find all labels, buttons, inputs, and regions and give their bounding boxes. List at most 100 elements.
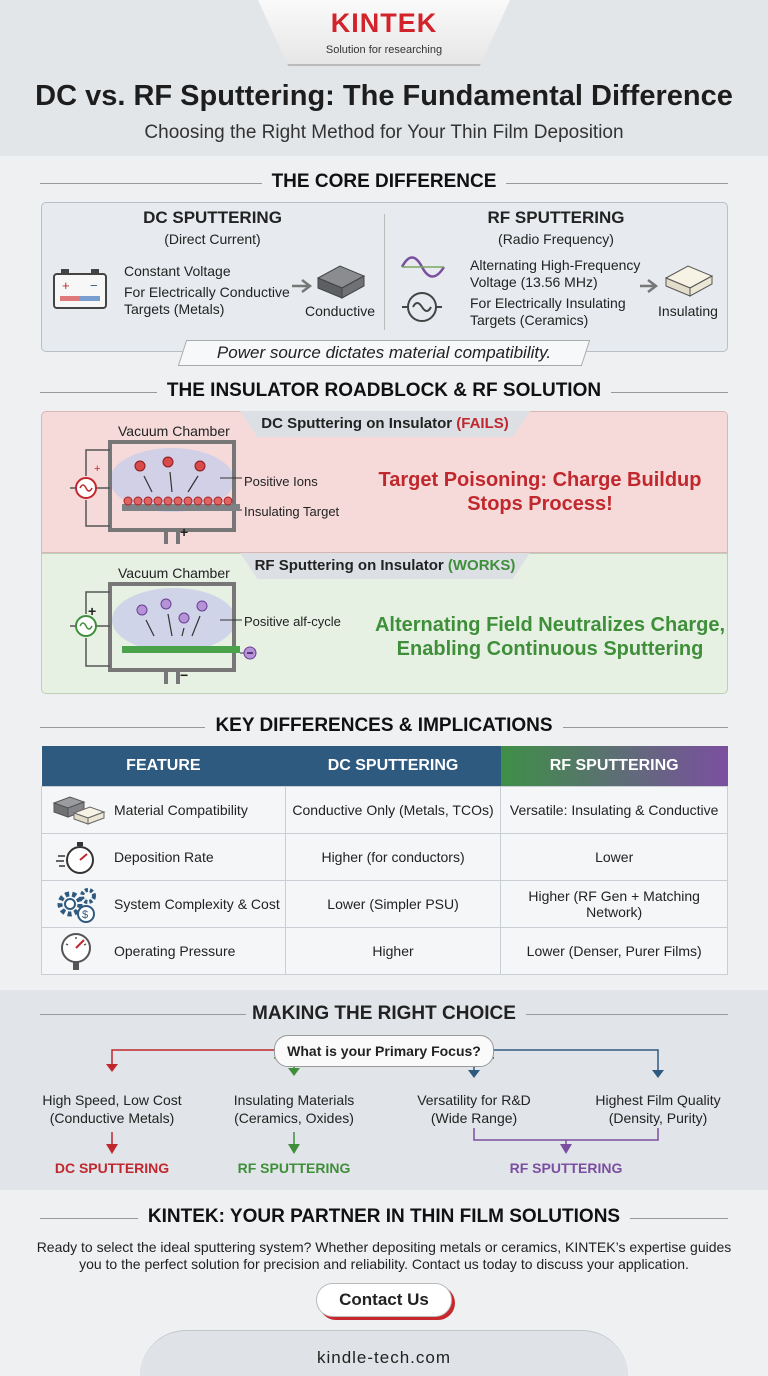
arrow-right-icon: [292, 279, 313, 293]
arrow-right-icon: [640, 279, 659, 293]
fail-chamber-diagram: +: [70, 440, 242, 544]
table-cell-feature: Operating Pressure: [41, 926, 286, 975]
table-header-row: FEATURE DC SPUTTERING RF SPUTTERING: [41, 746, 728, 786]
partner-paragraph-2: you to the perfect solution for precisio…: [79, 1256, 689, 1272]
work-plus-sign: +: [88, 603, 97, 619]
section-heading-core: THE CORE DIFFERENCE: [40, 171, 728, 195]
feature-label: System Complexity & Cost: [114, 895, 280, 912]
table-row: Material Compatibility Conductive Only (…: [41, 785, 728, 834]
option-versatility-2: (Wide Range): [430, 1110, 518, 1126]
brand-logo: KINTEK: [330, 8, 438, 38]
rf-subtitle: (Radio Frequency): [498, 231, 614, 247]
electron-icon: [243, 646, 257, 660]
work-message-1: Alternating Field Neutralizes Charge,: [374, 614, 726, 636]
compatibility-banner: Power source dictates material compatibi…: [216, 343, 552, 362]
material-blocks-icon: [52, 795, 106, 825]
battery-icon: + −: [53, 269, 107, 309]
rf-line-2: Voltage (13.56 MHz): [470, 274, 598, 290]
table-cell-feature: Deposition Rate: [41, 832, 286, 881]
table-header-rf: RF SPUTTERING: [500, 746, 728, 786]
fail-label-target: Insulating Target: [244, 504, 340, 519]
section-heading-roadblock: THE INSULATOR ROADBLOCK & RF SOLUTION: [40, 380, 728, 404]
result-rf-insulating: RF SPUTTERING: [237, 1160, 351, 1176]
result-rf-versatile: RF SPUTTERING: [509, 1160, 623, 1176]
core-divider: [384, 214, 385, 330]
choice-band: [0, 990, 768, 1190]
rf-line-4: Targets (Ceramics): [470, 312, 589, 328]
contact-us-button[interactable]: Contact Us: [316, 1283, 452, 1317]
pressure-gauge-icon: [61, 932, 91, 970]
section-heading-choice: MAKING THE RIGHT CHOICE: [0, 1002, 768, 1026]
option-quality-2: (Density, Purity): [608, 1110, 708, 1126]
fail-chamber-label: Vacuum Chamber: [118, 423, 230, 439]
rf-line-3: For Electrically Insulating: [470, 295, 626, 311]
fail-label-ions: Positive Ions: [244, 474, 318, 489]
table-row: Operating Pressure Higher Lower (Denser,…: [41, 926, 728, 975]
rf-target-label: Insulating: [658, 303, 718, 319]
table-cell-rf: Higher (RF Gen + Matching Network): [500, 879, 728, 928]
svg-text:+: +: [62, 278, 70, 293]
ac-source-icon: [402, 292, 442, 322]
table-cell-dc: Higher: [284, 926, 502, 975]
table-row: $ System Complexity & Cost Lower (Simple…: [41, 879, 728, 928]
table-cell-rf: Versatile: Insulating & Conductive: [500, 785, 728, 834]
conductive-target-icon: [316, 265, 366, 299]
choice-question: What is your Primary Focus?: [287, 1043, 481, 1059]
dc-subtitle: (Direct Current): [164, 231, 261, 247]
table-header-feature: FEATURE: [41, 746, 286, 786]
table-cell-dc: Conductive Only (Metals, TCOs): [284, 785, 502, 834]
work-message-2: Enabling Continuous Sputtering: [396, 638, 704, 660]
feature-label: Deposition Rate: [114, 848, 214, 865]
table-cell-feature: $ System Complexity & Cost: [41, 879, 286, 928]
option-quality-1: Highest Film Quality: [595, 1092, 721, 1108]
fail-tab: [240, 411, 530, 437]
page-subtitle: Choosing the Right Method for Your Thin …: [144, 122, 624, 143]
table-cell-rf: Lower (Denser, Purer Films): [500, 926, 728, 975]
logo-tab: [258, 0, 510, 66]
feature-label: Material Compatibility: [114, 801, 248, 818]
option-versatility-1: Versatility for R&D: [417, 1092, 531, 1108]
table-row: Deposition Rate Higher (for conductors) …: [41, 832, 728, 881]
feature-label: Operating Pressure: [114, 942, 236, 959]
svg-text:+: +: [94, 463, 100, 475]
dc-target-label: Conductive: [304, 303, 376, 319]
partner-paragraph-1: Ready to select the ideal sputtering sys…: [36, 1239, 732, 1255]
work-chamber-label: Vacuum Chamber: [118, 565, 230, 581]
fail-message-2: Stops Process!: [467, 493, 613, 515]
fail-message-1: Target Poisoning: Charge Buildup: [378, 469, 702, 491]
work-chamber-diagram: [70, 582, 246, 684]
section-heading-table: KEY DIFFERENCES & IMPLICATIONS: [40, 715, 728, 739]
footer-url[interactable]: kindle-tech.com: [140, 1330, 628, 1376]
table-cell-dc: Lower (Simpler PSU): [284, 879, 502, 928]
insulating-target-icon: [664, 265, 714, 297]
option-insulating-2: (Ceramics, Oxides): [234, 1110, 354, 1126]
svg-text:−: −: [90, 278, 98, 293]
option-speed-2: (Conductive Metals): [49, 1110, 175, 1126]
fail-plus-sign: +: [180, 524, 189, 540]
dc-line-1: Constant Voltage: [124, 263, 231, 279]
result-dc: DC SPUTTERING: [54, 1160, 170, 1176]
section-heading-partner: KINTEK: YOUR PARTNER IN THIN FILM SOLUTI…: [40, 1206, 728, 1230]
rf-title: RF SPUTTERING: [487, 208, 625, 227]
rf-line-1: Alternating High-Frequency: [470, 257, 641, 273]
table-cell-dc: Higher (for conductors): [284, 832, 502, 881]
dc-line-3: Targets (Metals): [124, 301, 225, 317]
question-box: [274, 1035, 494, 1067]
gears-cost-icon: $: [57, 887, 96, 923]
work-tab-label: RF Sputtering on Insulator (WORKS): [254, 557, 516, 574]
dc-title: DC SPUTTERING: [143, 208, 282, 227]
table-cell-feature: Material Compatibility: [41, 785, 286, 834]
work-label-halfcycle: Positive alf-cycle: [244, 614, 341, 629]
comparison-table: FEATURE DC SPUTTERING RF SPUTTERING Mate…: [41, 746, 728, 975]
work-tab: [240, 553, 530, 579]
svg-text:$: $: [82, 909, 88, 921]
stopwatch-icon: [56, 841, 94, 874]
option-insulating-1: Insulating Materials: [233, 1092, 355, 1108]
option-speed-1: High Speed, Low Cost: [42, 1092, 182, 1108]
table-cell-rf: Lower: [500, 832, 728, 881]
sine-wave-icon: [400, 256, 446, 278]
table-header-dc: DC SPUTTERING: [285, 746, 501, 786]
fail-tab-label: DC Sputtering on Insulator (FAILS): [261, 415, 509, 432]
brand-tagline: Solution for researching: [325, 44, 443, 56]
